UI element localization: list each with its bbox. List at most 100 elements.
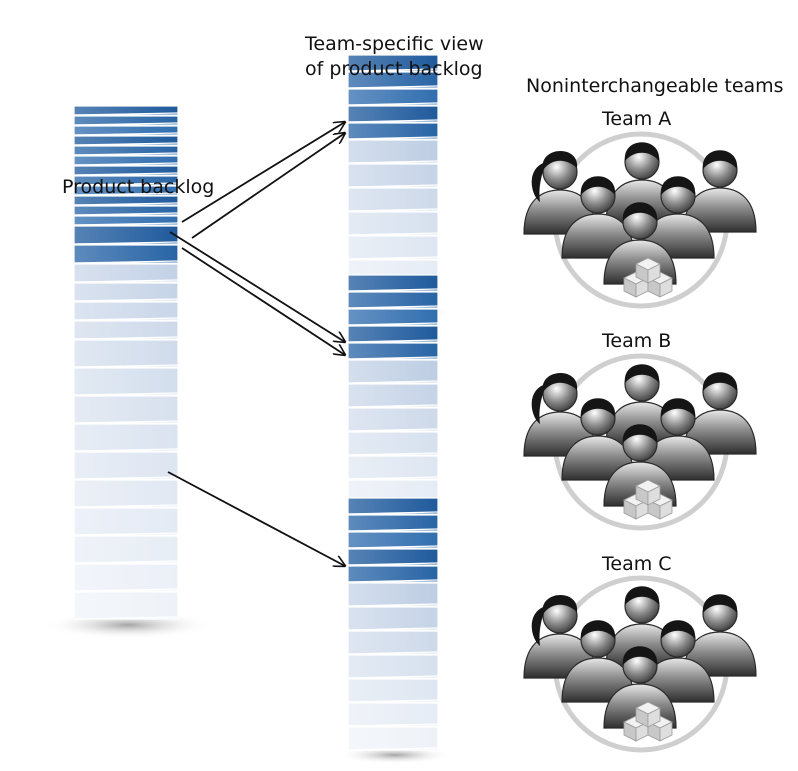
backlog-item-edge	[73, 112, 179, 116]
backlog-item-edge	[73, 504, 179, 508]
backlog-item	[347, 565, 439, 583]
backlog-item-edge	[73, 476, 179, 480]
backlog-item-edge	[347, 404, 439, 408]
backlog-item	[73, 195, 179, 206]
person-hair	[542, 594, 578, 614]
backlog-item-edge	[73, 336, 179, 340]
person-hair	[624, 142, 660, 161]
arrow-to-team-a-lower	[191, 133, 345, 239]
backlog-item-edge	[73, 298, 179, 302]
backlog-item	[347, 325, 439, 343]
arrow-to-team-a-upper	[181, 122, 345, 223]
backlog-item-edge	[347, 208, 439, 212]
backlog-item	[73, 367, 179, 396]
backlog-item	[347, 163, 439, 188]
backlog-item	[347, 291, 439, 309]
backlog-item-edge	[73, 532, 179, 536]
backlog-item-edge	[347, 651, 439, 655]
backlog-item	[347, 308, 439, 326]
backlog-item-edge	[73, 192, 179, 196]
person-hair	[660, 176, 696, 195]
mapping-arrows	[167, 122, 345, 566]
backlog-item	[347, 383, 439, 408]
product-backlog-label: Product backlog	[62, 176, 215, 198]
team-c-group	[523, 575, 757, 753]
backlog-item	[347, 514, 439, 532]
team-member	[561, 176, 635, 259]
backlog-item-edge	[347, 476, 439, 480]
cube-stack-icon	[623, 257, 673, 298]
person-hair	[622, 646, 658, 665]
cube-stack-icon	[623, 701, 673, 742]
backlog-item	[347, 654, 439, 679]
backlog-item	[73, 175, 179, 186]
person-hair	[580, 176, 616, 195]
backlog-item	[73, 115, 179, 126]
team-member	[561, 620, 635, 703]
backlog-item	[73, 479, 179, 508]
backlog-item-edge	[347, 232, 439, 236]
team-view-title-line2: of product backlog	[305, 58, 483, 80]
backlog-item-edge	[73, 260, 179, 264]
backlog-item-edge	[347, 452, 439, 456]
person-hair	[702, 150, 738, 169]
backlog-item-edge	[73, 279, 179, 283]
backlog-item	[73, 155, 179, 166]
backlog-item-edge	[347, 102, 439, 106]
backlog-item	[347, 139, 439, 164]
backlog-item-edge	[347, 322, 439, 326]
backlog-item-edge	[347, 723, 439, 727]
backlog-item-edge	[347, 68, 439, 72]
backlog-item-edge	[347, 256, 439, 260]
person-hair	[624, 364, 660, 383]
backlog-item-edge	[73, 172, 179, 176]
team-a-label: Team A	[602, 108, 672, 130]
backlog-item-edge	[73, 364, 179, 368]
backlog-item-edge	[347, 511, 439, 515]
backlog-item	[73, 105, 179, 116]
backlog-item	[73, 244, 179, 264]
product-backlog-stack	[73, 105, 179, 620]
backlog-item	[347, 531, 439, 549]
backlog-item	[347, 342, 439, 360]
backlog-item	[73, 125, 179, 136]
person-hair	[542, 372, 578, 392]
backlog-item	[73, 135, 179, 146]
backlog-item	[347, 71, 439, 89]
backlog-item-edge	[73, 162, 179, 166]
backlog-item	[73, 263, 179, 283]
person-ponytail	[531, 162, 546, 202]
backlog-item-edge	[347, 85, 439, 89]
backlog-item-edge	[73, 616, 179, 620]
backlog-item	[347, 235, 439, 260]
backlog-item-edge	[73, 182, 179, 186]
backlog-item-edge	[347, 119, 439, 123]
person-hair	[580, 398, 616, 417]
backlog-item	[347, 548, 439, 566]
backlog-item-edge	[347, 288, 439, 292]
backlog-item-edge	[73, 560, 179, 564]
person-hair	[624, 586, 660, 605]
backlog-item	[73, 301, 179, 321]
person-hair	[542, 150, 578, 170]
backlog-item	[347, 88, 439, 106]
team-b-label: Team B	[602, 330, 672, 352]
backlog-item	[347, 455, 439, 480]
backlog-item	[73, 535, 179, 564]
backlog-item-edge	[73, 202, 179, 206]
backlog-item	[347, 606, 439, 631]
backlog-item	[73, 563, 179, 592]
team-member	[683, 372, 757, 455]
backlog-item	[73, 215, 179, 226]
team-member	[683, 594, 757, 677]
team-a-group	[523, 131, 757, 309]
person-ponytail	[531, 384, 546, 424]
person-hair	[702, 372, 738, 391]
backlog-item	[347, 497, 439, 515]
backlog-item	[347, 274, 439, 292]
backlog-item	[73, 225, 179, 245]
team-c-label: Team C	[602, 553, 672, 575]
person-hair	[702, 594, 738, 613]
arrow-to-team-b-lower	[181, 247, 345, 355]
